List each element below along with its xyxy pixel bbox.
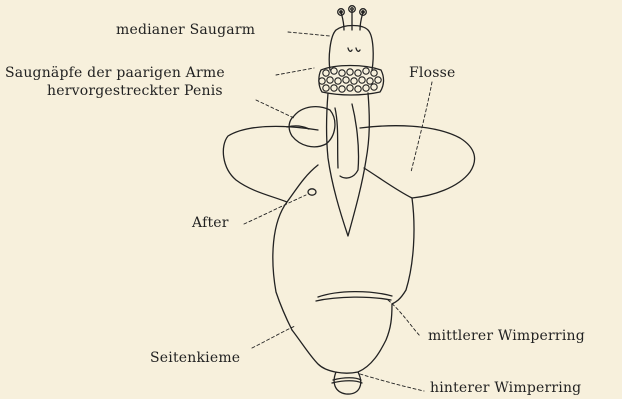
label-saugnaepfe: Saugnäpfe der paarigen Arme: [5, 66, 225, 80]
leader-lines: [244, 32, 432, 391]
hinterer-wimperring-shape: [332, 378, 362, 383]
label-seitenkieme: Seitenkieme: [150, 351, 240, 365]
saugnaepfe-cluster: [319, 68, 381, 92]
tail-tip: [334, 372, 361, 394]
lower-segment: [292, 304, 392, 373]
penis-shape: [335, 104, 359, 178]
right-fin: [360, 126, 475, 198]
label-penis: hervorgestreckter Penis: [47, 84, 223, 98]
head-shape: [329, 26, 373, 71]
label-medianer-saugarm: medianer Saugarm: [116, 23, 255, 37]
after-opening: [308, 189, 316, 195]
label-mittlerer-wimperring: mittlerer Wimperring: [428, 329, 585, 343]
label-flosse: Flosse: [409, 66, 455, 80]
mittlerer-wimperring-shape: [316, 292, 392, 301]
left-fin: [223, 126, 318, 202]
label-hinterer-wimperring: hinterer Wimperring: [430, 381, 581, 395]
label-after: After: [192, 216, 229, 230]
body-trunk: [273, 198, 414, 330]
